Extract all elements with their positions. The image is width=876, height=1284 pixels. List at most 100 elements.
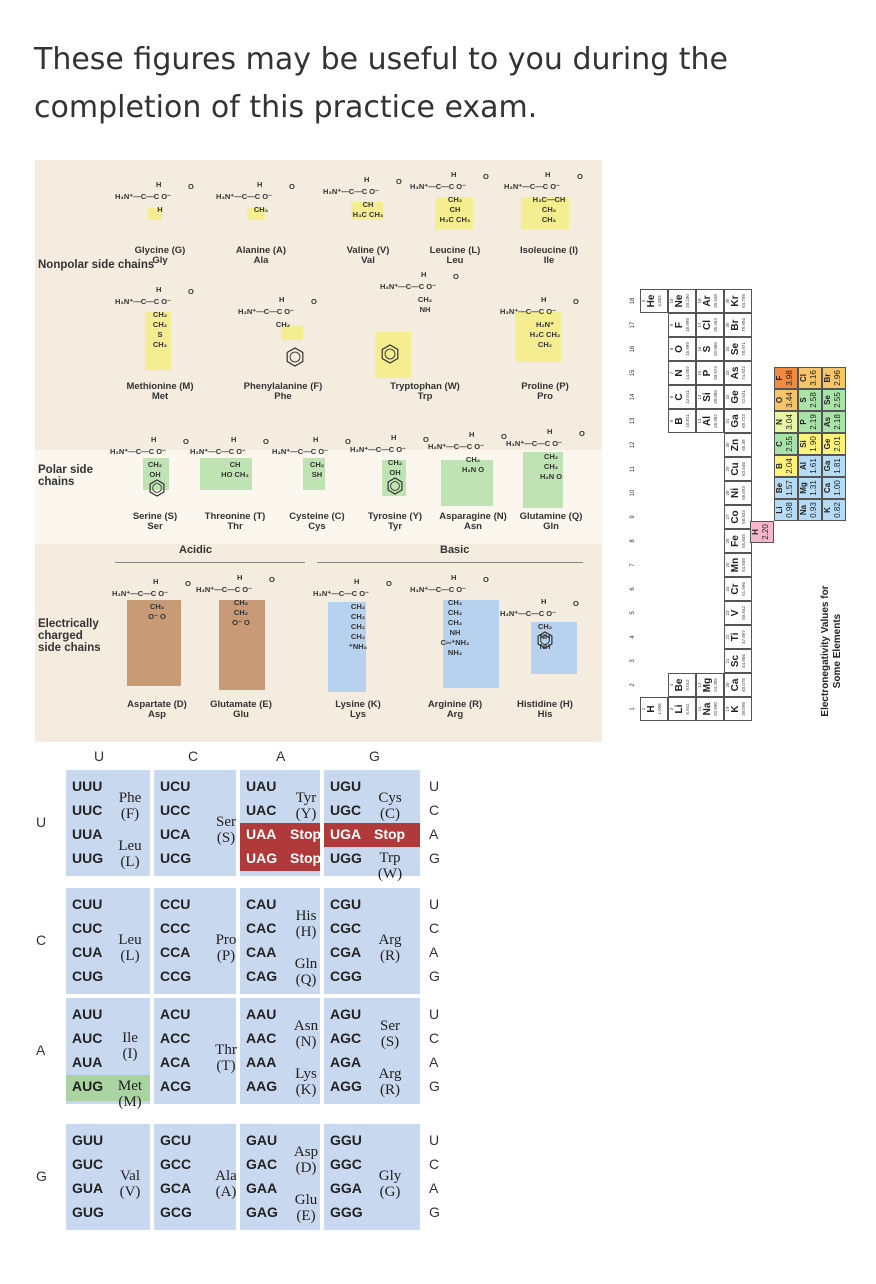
amino-acid-abbr: Pro	[537, 391, 553, 402]
side-chain-line: CH₂	[447, 608, 463, 617]
stop-label: Stop	[290, 850, 322, 866]
codon: GGG	[330, 1204, 363, 1220]
alpha-carbon: C	[135, 447, 142, 456]
side-chain-highlight	[303, 458, 325, 490]
codon: AUA	[72, 1054, 103, 1070]
amino-acid-three-letter: Leu	[118, 932, 142, 948]
amine-group: H₃N⁺	[238, 307, 257, 316]
atomic-mass: 51.996	[741, 582, 746, 596]
ring-aromatic-circle	[152, 483, 162, 493]
codon: GUU	[72, 1132, 104, 1148]
element-symbol: Ar	[702, 295, 713, 307]
electronegativity-value: 2.19	[809, 414, 818, 430]
codon-block	[324, 888, 420, 994]
ring-outline	[149, 479, 165, 497]
alpha-carbon: C	[529, 182, 536, 191]
codon: AAG	[246, 1078, 278, 1094]
amino-acid-label: Asparagine (N)Asn	[423, 512, 523, 532]
backbone-structure: H₃N⁺—C—C O⁻	[500, 610, 556, 618]
bond: —	[146, 192, 154, 201]
codon-block	[240, 1124, 320, 1230]
codon: UCU	[160, 778, 191, 794]
third-base-header: G	[429, 968, 440, 984]
amino-acid-name: Glutamine (Q)	[519, 511, 583, 522]
side-chain-line: H₃C CH₃	[352, 210, 384, 219]
codon: UUA	[72, 826, 103, 842]
codon-block	[66, 888, 150, 994]
codon: UGU	[330, 778, 362, 794]
carboxylate: O⁻	[260, 192, 272, 201]
side-chain-highlight	[521, 197, 569, 229]
codon: ACA	[160, 1054, 191, 1070]
backbone-structure: H₃N⁺—C—C O⁻	[115, 298, 171, 306]
side-chain-highlight	[523, 452, 563, 508]
bond: —	[524, 439, 532, 448]
carboxyl-carbon: C	[153, 192, 160, 201]
side-chain-highlight	[328, 602, 366, 692]
side-chain-line: NH	[539, 642, 551, 651]
carbonyl-oxygen: O	[483, 575, 489, 584]
alpha-hydrogen: H	[237, 573, 243, 582]
bond: —	[368, 445, 376, 454]
side-chain-line: CH₃	[541, 215, 557, 224]
group-number: 16	[630, 345, 636, 353]
side-chain-line: CH₂	[387, 458, 403, 467]
amino-acid-name: Valine (V)	[346, 245, 390, 256]
element-symbol: Ti	[730, 632, 741, 642]
first-base-header: A	[36, 1042, 46, 1058]
bond: —	[446, 442, 454, 451]
element-symbol: Kr	[730, 295, 741, 307]
atomic-mass: 39.948	[713, 294, 718, 308]
element-symbol: Ca	[823, 482, 832, 494]
codon: AAU	[246, 1006, 277, 1022]
group-number: 13	[630, 417, 636, 425]
atomic-mass: 18.998	[685, 318, 690, 332]
carboxylate: O⁻	[316, 447, 328, 456]
amino-acid-abbr: Phe	[274, 391, 292, 402]
amino-acid-label: Aspartate (D)Asp	[107, 700, 207, 720]
third-base-header: A	[429, 826, 439, 842]
element-symbol: B	[674, 417, 685, 425]
backbone-structure: H₃N⁺—C—C O⁻	[190, 448, 246, 456]
side-chain-line: C═⁺NH₂	[440, 638, 470, 647]
stop-label: Stop	[290, 826, 322, 842]
amino-acid-one-letter: (Q)	[295, 972, 317, 988]
codon: GCC	[160, 1156, 192, 1172]
codon: GCA	[160, 1180, 192, 1196]
third-base-header: G	[429, 1204, 440, 1220]
atomic-mass: 12.011	[685, 390, 690, 404]
amino-acid-abbr: Gly	[152, 255, 168, 266]
amino-acid-name: Aspartate (D)	[127, 699, 187, 710]
element-symbol: Na	[702, 702, 713, 716]
electronegativity-value: 1.00	[833, 480, 842, 496]
amino-acid-three-letter: Val	[120, 1168, 140, 1184]
side-chain-line: CH₂	[152, 320, 168, 329]
carboxyl-carbon: C	[276, 307, 283, 316]
ring-outline	[387, 477, 403, 495]
side-chain-line: CH₂	[543, 452, 559, 461]
side-chain-line: CH	[362, 200, 374, 209]
carbonyl-oxygen: O	[269, 575, 275, 584]
codon: UUC	[72, 802, 103, 818]
element-symbol: As	[730, 366, 741, 380]
element-symbol: Ga	[823, 460, 832, 472]
electronegativity-value: 2.55	[785, 436, 794, 452]
carbonyl-oxygen: O	[311, 297, 317, 306]
amino-acid-one-letter: (I)	[122, 1046, 138, 1062]
electronegativity-value: 2.55	[833, 392, 842, 408]
side-chain-line: CH₂	[350, 632, 366, 641]
amino-acid-abbr: Trp	[417, 391, 433, 402]
amino-acid-abbr: Asp	[148, 709, 166, 720]
